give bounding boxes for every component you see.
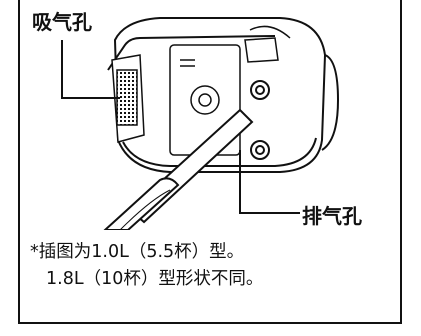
leader-lines [61,40,300,214]
exhaust-label: 排气孔 [300,204,364,228]
exhaust-ports [250,80,270,160]
note-line-2: 1.8L（10杯）型形状不同。 [46,269,264,289]
intake-label: 吸气孔 [30,10,94,34]
content-frame [18,0,402,324]
note-line-1: *插图为1.0L（5.5杯）型。 [30,242,245,262]
vacuum-nozzle [103,108,254,230]
appliance-illustration [61,17,340,230]
